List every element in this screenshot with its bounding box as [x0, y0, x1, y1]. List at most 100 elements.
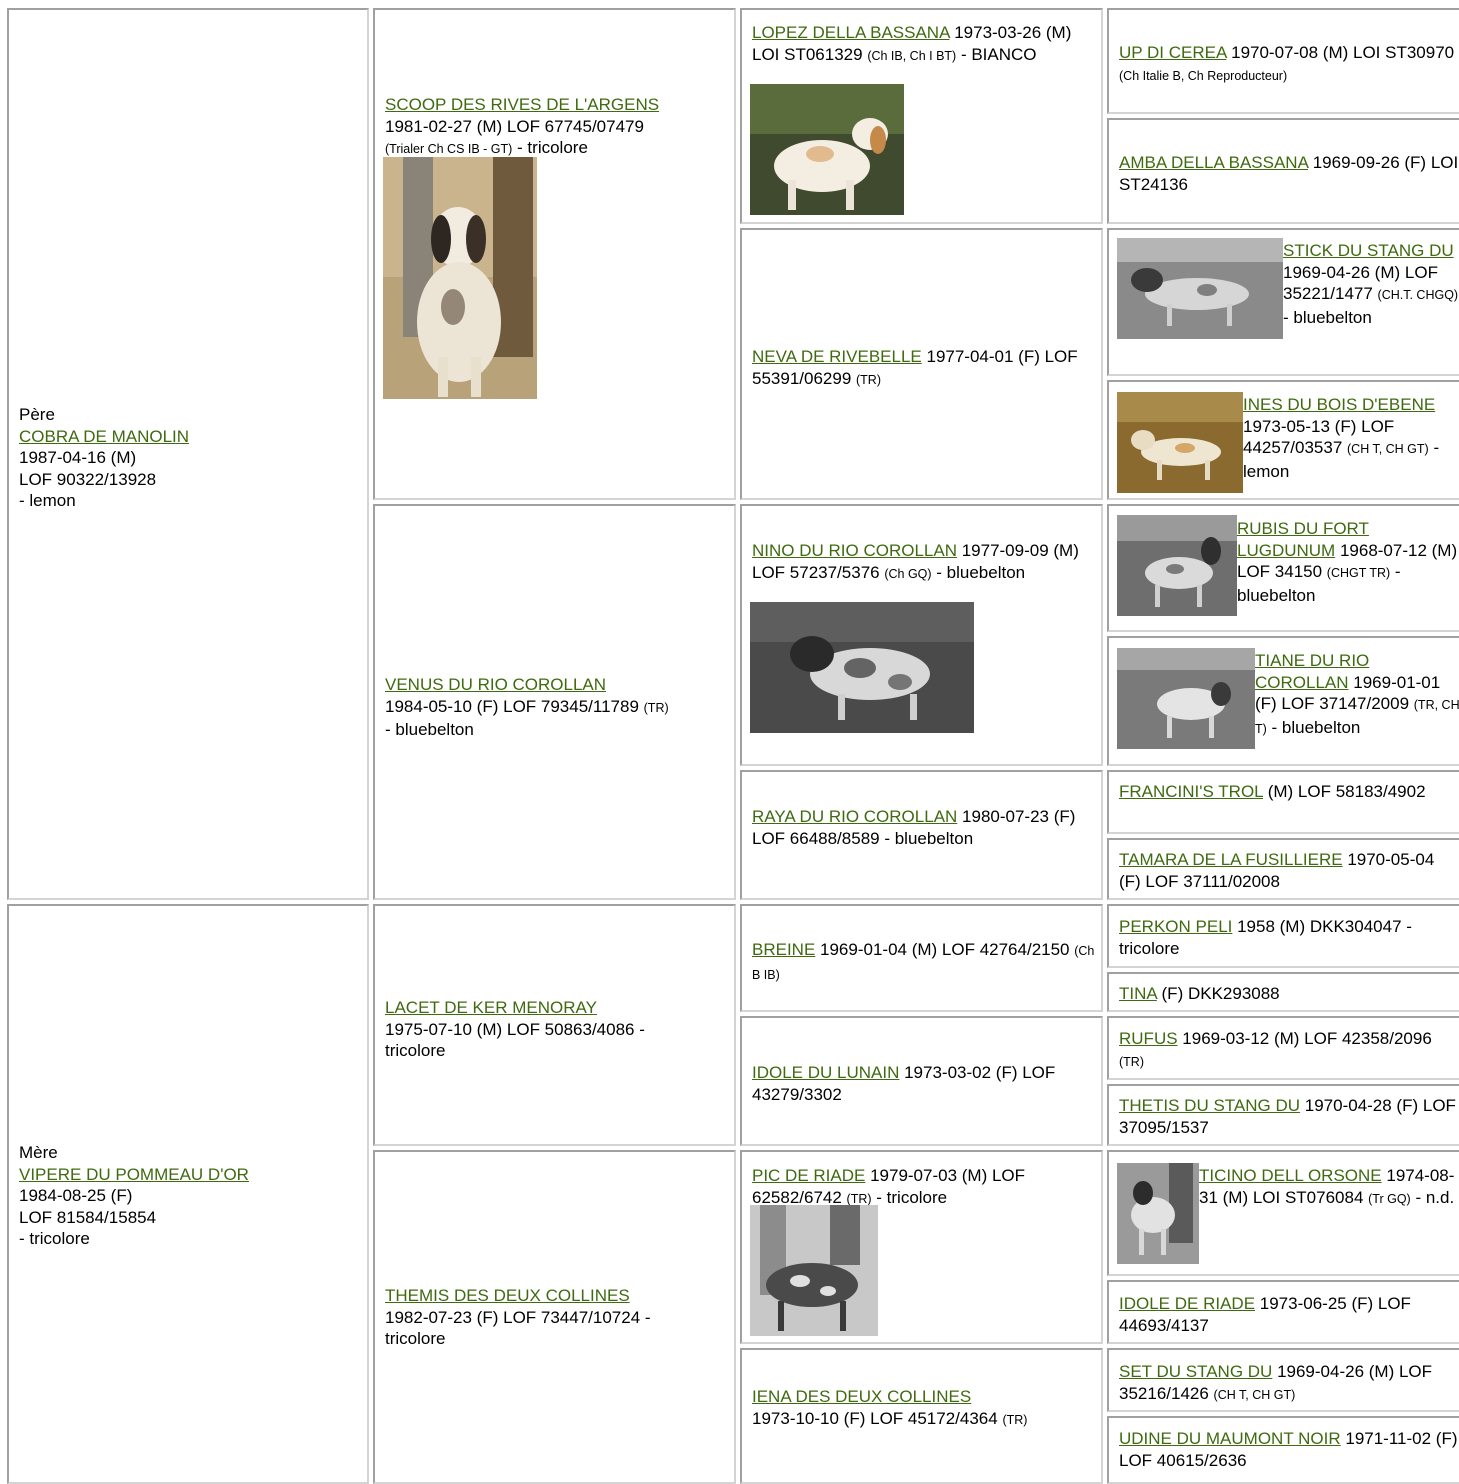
gen3-name-link[interactable]: BREINE [752, 940, 816, 959]
gen2-cell-1: SCOOP DES RIVES DE L'ARGENS 1981-02-27 (… [373, 8, 736, 500]
gen3-name-link[interactable]: RAYA DU RIO COROLLAN [752, 807, 958, 826]
mere-reg: LOF 81584/15854 [19, 1207, 157, 1227]
gen4-name-link[interactable]: PERKON PELI [1119, 917, 1233, 936]
gen3-rest: - tricolore [871, 1187, 948, 1207]
gen3-cell-3: NINO DU RIO COROLLAN 1977-09-09 (M) LOF … [740, 504, 1103, 766]
gen3-info: 1973-03-26 (M) LOI ST061329 [752, 23, 1072, 64]
dog-photo-nino[interactable] [750, 602, 974, 733]
dog-photo-ticino[interactable] [1117, 1163, 1199, 1264]
gen4-info: 1974-08-31 (M) LOI ST076084 [1199, 1166, 1455, 1207]
gen2-cell-2: VENUS DU RIO COROLLAN 1984-05-10 (F) LOF… [373, 504, 736, 900]
dog-photo-rubis[interactable] [1117, 515, 1237, 616]
gen4-name-link[interactable]: UP DI CEREA [1119, 43, 1227, 62]
mere-name-link[interactable]: VIPERE DU POMMEAU D'OR [19, 1164, 249, 1184]
gen4-info: 1968-07-12 (M) LOF 34150 [1237, 540, 1458, 582]
gen3-info: 1977-09-09 (M) LOF 57237/5376 [752, 541, 1079, 582]
gen3-info: 1979-07-03 (M) LOF 62582/6742 [752, 1166, 1026, 1207]
gen2-line: 1981-02-27 (M) LOF 67745/07479 [385, 116, 644, 136]
gen4-titles: (CHGT TR) [1326, 566, 1391, 580]
pere-name-link[interactable]: COBRA DE MANOLIN [19, 426, 190, 446]
gen3-name-link[interactable]: IENA DES DEUX COLLINES [752, 1387, 972, 1406]
gen3-name-link[interactable]: IDOLE DU LUNAIN [752, 1063, 900, 1082]
gen3-name-link[interactable]: LOPEZ DELLA BASSANA [752, 23, 950, 42]
gen3-name-link[interactable]: PIC DE RIADE [752, 1166, 866, 1185]
gen4-info: 1970-07-08 (M) LOI ST30970 [1226, 43, 1455, 62]
dog-photo-pic[interactable] [750, 1205, 878, 1336]
gen3-cell-1: LOPEZ DELLA BASSANA 1973-03-26 (M) LOI S… [740, 8, 1103, 224]
gen4-info: 1969-04-26 (M) LOF 35216/1426 [1119, 1362, 1433, 1403]
gen4-name-link[interactable]: FRANCINI'S TROL [1119, 782, 1263, 801]
gen4-cell-15: SET DU STANG DU 1969-04-26 (M) LOF 35216… [1107, 1348, 1459, 1412]
dog-photo-stick[interactable] [1117, 238, 1283, 339]
gen2-name-link[interactable]: VENUS DU RIO COROLLAN [385, 675, 607, 694]
gen4-name-link[interactable]: TAMARA DE LA FUSILLIERE [1119, 850, 1343, 869]
gen3-titles: (TR) [846, 1191, 872, 1206]
gen3-name-link[interactable]: NINO DU RIO COROLLAN [752, 541, 957, 560]
gen4-name-link[interactable]: TIANE DU RIO COROLLAN [1255, 651, 1370, 692]
gen3-name-link[interactable]: NEVA DE RIVEBELLE [752, 347, 922, 366]
gen4-cell-6: TIANE DU RIO COROLLAN 1969-01-01 (F) LOF… [1107, 636, 1459, 766]
gen4-info: 1969-03-12 (M) LOF 42358/2096 [1177, 1029, 1432, 1048]
gen4-info: 1969-04-26 (M) LOF 35221/1477 [1283, 262, 1438, 304]
gen2-name-link[interactable]: THEMIS DES DEUX COLLINES [385, 1286, 630, 1305]
mere-cell: Mère VIPERE DU POMMEAU D'OR 1984-08-25 (… [7, 904, 369, 1484]
gen4-rest: - bluebelton [1266, 717, 1361, 737]
gen4-titles: (TR) [1119, 1054, 1144, 1069]
gen2-titles: (TR) [643, 700, 669, 715]
gen4-cell-5: RUBIS DU FORT LUGDUNUM 1968-07-12 (M) LO… [1107, 504, 1459, 632]
gen2-name-link[interactable]: LACET DE KER MENORAY [385, 998, 597, 1017]
gen4-cell-1: UP DI CEREA 1970-07-08 (M) LOI ST30970 (… [1107, 8, 1459, 114]
gen3-titles: (TR) [1002, 1412, 1028, 1427]
gen2-line: 1982-07-23 (F) LOF 73447/10724 - [385, 1307, 651, 1327]
gen4-info: 1973-06-25 (F) LOF 44693/4137 [1119, 1294, 1411, 1335]
gen3-titles: (Ch GQ) [884, 566, 932, 581]
gen2-titles: (Trialer Ch CS IB - GT) [385, 142, 513, 156]
gen4-info: 1970-04-28 (F) LOF 37095/1537 [1119, 1096, 1456, 1137]
gen3-titles: (TR) [856, 372, 881, 387]
gen2-rest: tricolore [385, 1041, 446, 1060]
gen2-rest: - tricolore [512, 138, 588, 157]
pere-date: 1987-04-16 (M) [19, 448, 137, 467]
gen3-info: 1973-03-02 (F) LOF 43279/3302 [752, 1063, 1056, 1104]
dog-photo-lopez[interactable] [750, 84, 904, 215]
gen4-name-link[interactable]: RUBIS DU FORT LUGDUNUM [1237, 519, 1369, 560]
gen4-titles: (CH.T. CHGQ) [1377, 288, 1459, 302]
gen4-info: 1973-05-13 (F) LOF 44257/03537 [1243, 416, 1395, 458]
gen2-line: 1984-05-10 (F) LOF 79345/11789 [385, 696, 644, 716]
gen3-cell-8: IENA DES DEUX COLLINES 1973-10-10 (F) LO… [740, 1348, 1103, 1484]
gen2-cell-3: LACET DE KER MENORAY 1975-07-10 (M) LOF … [373, 904, 736, 1146]
gen3-info: 1977-04-01 (F) LOF 55391/06299 [752, 347, 1078, 388]
pere-cell: Père COBRA DE MANOLIN 1987-04-16 (M) LOF… [7, 8, 369, 900]
gen4-name-link[interactable]: STICK DU STANG DU [1283, 241, 1454, 260]
gen3-info: 1973-10-10 (F) LOF 45172/4364 [752, 1408, 1003, 1428]
gen2-name-link[interactable]: SCOOP DES RIVES DE L'ARGENS [385, 95, 660, 114]
gen4-info: 1958 (M) DKK304047 - tricolore [1119, 917, 1412, 958]
gen2-line: 1975-07-10 (M) LOF 50863/4086 - [385, 1019, 645, 1039]
gen4-name-link[interactable]: RUFUS [1119, 1029, 1178, 1048]
pere-reg: LOF 90322/13928 [19, 469, 157, 489]
gen4-info: 1971-11-02 (F) LOF 40615/2636 [1119, 1429, 1458, 1470]
gen4-cell-7: FRANCINI'S TROL (M) LOF 58183/4902 [1107, 770, 1459, 834]
pere-color: - lemon [19, 491, 76, 510]
dog-photo-scoop[interactable] [383, 157, 537, 399]
gen4-cell-11: RUFUS 1969-03-12 (M) LOF 42358/2096 (TR) [1107, 1016, 1459, 1080]
gen4-name-link[interactable]: AMBA DELLA BASSANA [1119, 153, 1308, 172]
dog-photo-tiane[interactable] [1117, 648, 1255, 749]
gen4-rest: - lemon [1243, 438, 1440, 481]
gen4-name-link[interactable]: TINA [1119, 984, 1157, 1003]
gen4-name-link[interactable]: INES DU BOIS D'EBENE [1243, 395, 1436, 414]
dog-photo-ines[interactable] [1117, 392, 1243, 493]
gen4-titles: (CH T, CH GT) [1213, 1387, 1296, 1402]
gen4-cell-9: PERKON PELI 1958 (M) DKK304047 - tricolo… [1107, 904, 1459, 968]
mere-color: - tricolore [19, 1229, 90, 1248]
gen4-info: 1970-05-04 (F) LOF 37111/02008 [1119, 850, 1435, 891]
gen4-info: 1969-09-26 (F) LOI ST24136 [1119, 153, 1459, 194]
gen4-name-link[interactable]: THETIS DU STANG DU [1119, 1096, 1301, 1115]
gen3-cell-4: RAYA DU RIO COROLLAN 1980-07-23 (F) LOF … [740, 770, 1103, 900]
gen4-titles: (CH T, CH GT) [1347, 442, 1429, 456]
gen4-name-link[interactable]: TICINO DELL ORSONE [1199, 1166, 1382, 1185]
gen4-name-link[interactable]: SET DU STANG DU [1119, 1362, 1273, 1381]
gen4-name-link[interactable]: UDINE DU MAUMONT NOIR [1119, 1429, 1341, 1448]
gen4-cell-3: STICK DU STANG DU 1969-04-26 (M) LOF 352… [1107, 228, 1459, 376]
gen4-name-link[interactable]: IDOLE DE RIADE [1119, 1294, 1256, 1313]
